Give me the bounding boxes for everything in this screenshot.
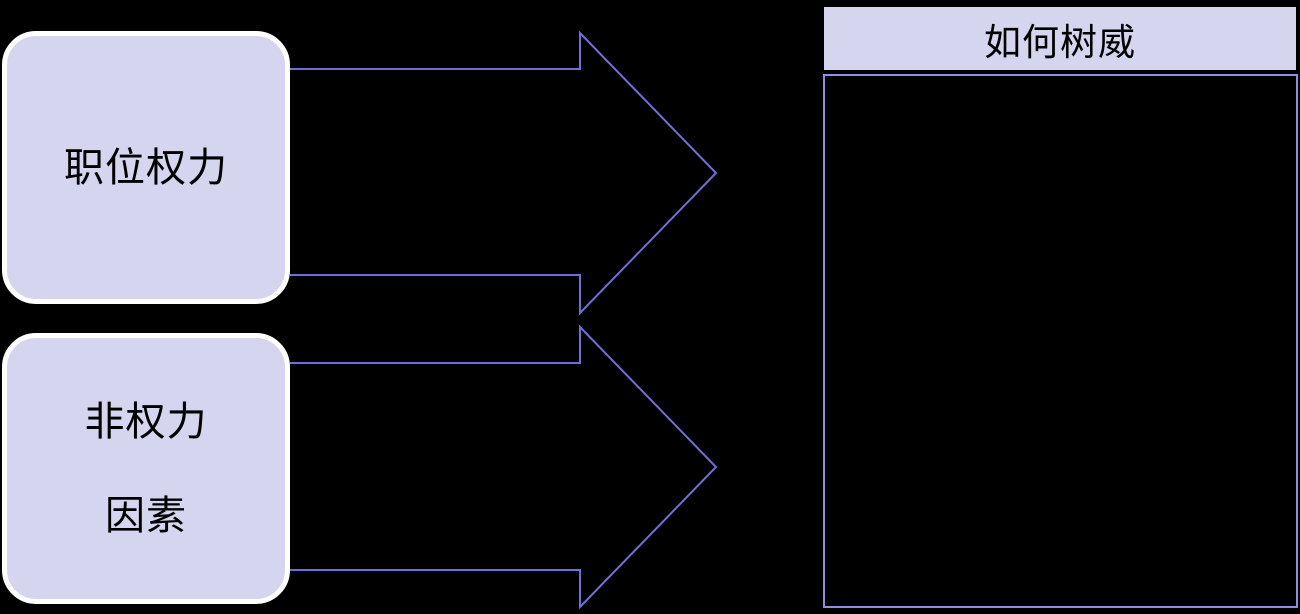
result-panel-body-text [825,76,1296,606]
source-box-non-power-factors-line-1: 非权力 [84,398,208,445]
source-box-position-power-line-1: 职位权力 [64,144,228,191]
arrow-lower-right-icon [290,324,718,610]
source-box-position-power[interactable]: 职位权力 [2,31,290,304]
arrow-upper-right-icon [290,30,718,316]
result-panel-title-bar: 如何树威 [824,7,1296,70]
result-panel-body[interactable] [823,74,1298,608]
source-box-non-power-factors[interactable]: 非权力 因素 [2,333,290,604]
result-panel-title: 如何树威 [984,20,1136,64]
source-box-non-power-factors-line-2: 因素 [105,492,187,539]
